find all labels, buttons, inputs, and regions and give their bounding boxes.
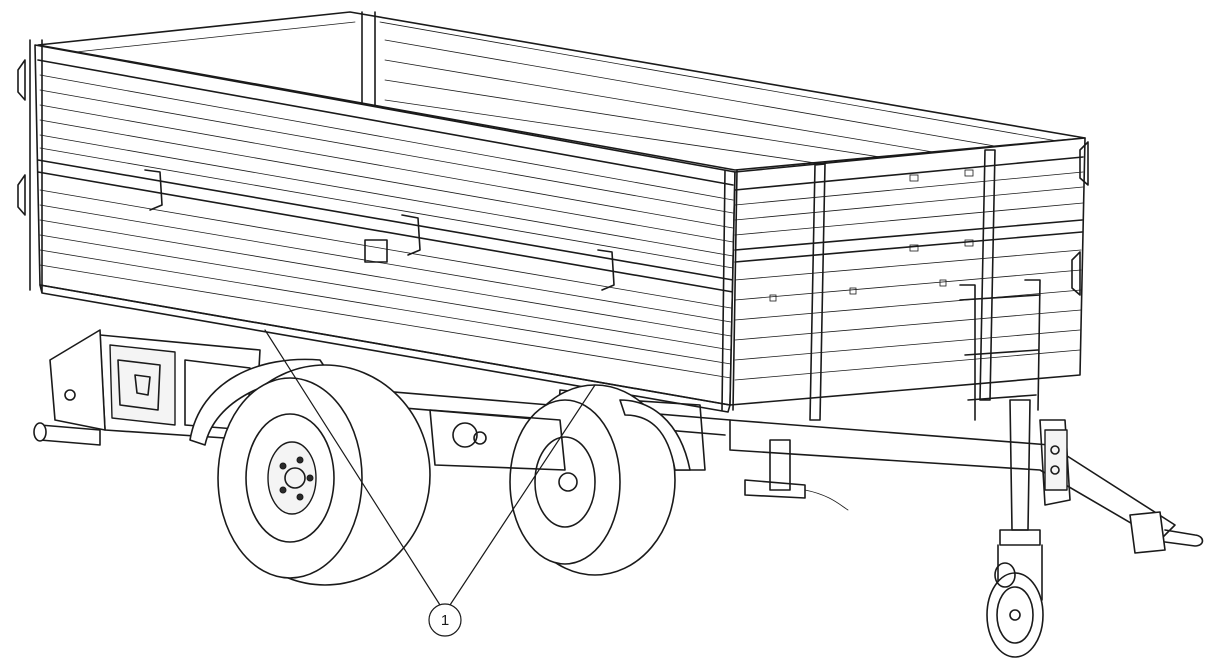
jockey-wheel xyxy=(986,399,1044,658)
callout-bubble xyxy=(428,603,462,637)
front-axle-wheel xyxy=(429,384,691,576)
callout-leader-rear xyxy=(264,329,441,606)
callout-leader-front xyxy=(449,384,596,606)
box-front-panel xyxy=(721,137,1089,421)
rear-wheel xyxy=(189,358,431,586)
callout-1: 1 xyxy=(264,329,596,637)
callout-label: 1 xyxy=(441,612,449,629)
box-rear-inner-walls xyxy=(37,11,1086,191)
box-left-side-panel xyxy=(17,39,736,413)
